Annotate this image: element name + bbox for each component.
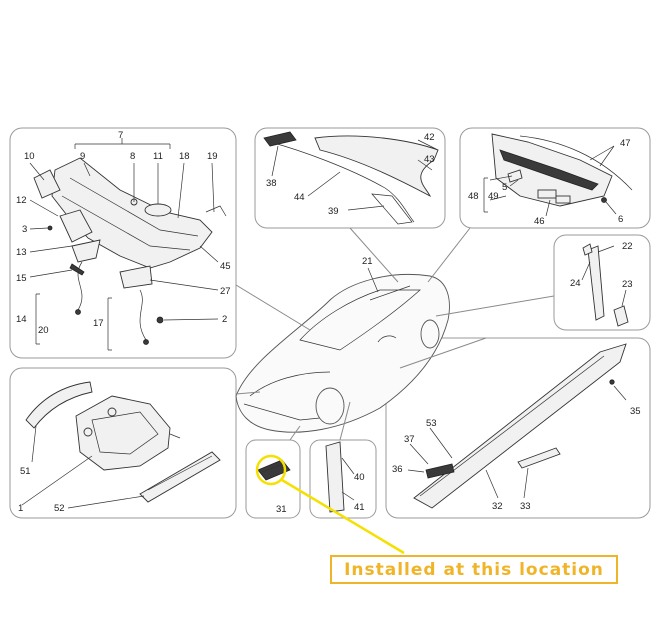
- part-number-47: 47: [620, 138, 631, 149]
- part-number-2: 2: [222, 314, 227, 325]
- pointer-lines: [235, 227, 555, 441]
- spoiler-part: [314, 135, 439, 198]
- part-number-31: 31: [276, 504, 287, 515]
- part-number-42: 42: [424, 132, 435, 143]
- part-number-1: 1: [18, 503, 23, 514]
- part-number-36: 36: [392, 464, 403, 475]
- part-number-41: 41: [354, 502, 365, 513]
- pillar-trim-part: [587, 245, 605, 321]
- part-number-23: 23: [622, 279, 633, 290]
- panel-door-strip: 40 41: [309, 439, 377, 519]
- panel-spoiler: 38 44 39 42 43: [254, 127, 446, 229]
- part-number-18: 18: [179, 151, 190, 162]
- part-number-48: 48: [468, 191, 479, 202]
- panel-highlighted-part: 31: [245, 439, 301, 519]
- door-strip-part: [325, 441, 345, 513]
- callout-text: Installed at this location: [344, 559, 604, 580]
- panel-cowl: 7 10 9 8 11 18 19 12 3 13 45 15 27 14 20…: [9, 127, 237, 359]
- part-number-7: 7: [118, 130, 123, 141]
- part-number-32: 32: [492, 501, 503, 512]
- part-number-52: 52: [54, 503, 65, 514]
- part-number-49: 49: [488, 191, 499, 202]
- part-number-6: 6: [618, 214, 623, 225]
- panel-engine-cover: 51 1 52: [9, 367, 237, 519]
- panel-side-skirt: 35 53 37 36 32 33: [385, 337, 651, 519]
- part-number-5: 5: [502, 182, 507, 193]
- part-number-3: 3: [22, 224, 27, 235]
- part-number-53: 53: [426, 418, 437, 429]
- part-number-9: 9: [80, 151, 85, 162]
- part-number-12: 12: [16, 195, 27, 206]
- part-number-43: 43: [424, 154, 435, 165]
- part-number-21: 21: [362, 256, 373, 267]
- part-number-17: 17: [93, 318, 104, 329]
- engine-cover-part: [75, 395, 171, 471]
- part-number-20: 20: [38, 325, 49, 336]
- highlight-leader-line: [281, 478, 405, 555]
- part-number-38: 38: [266, 178, 277, 189]
- part-number-22: 22: [622, 241, 633, 252]
- part-number-44: 44: [294, 192, 305, 203]
- part-number-37: 37: [404, 434, 415, 445]
- part-number-19: 19: [207, 151, 218, 162]
- part-number-11: 11: [153, 151, 163, 162]
- side-skirt-part: [413, 343, 627, 509]
- part-number-10: 10: [24, 151, 35, 162]
- panel-pillar: 22 24 23: [553, 234, 651, 331]
- part-number-35: 35: [630, 406, 641, 417]
- part-number-24: 24: [570, 278, 581, 289]
- highlight-circle: [255, 454, 287, 486]
- part-number-40: 40: [354, 472, 365, 483]
- part-number-51: 51: [20, 466, 31, 477]
- part-number-8: 8: [130, 151, 135, 162]
- car-illustration: 21: [235, 256, 450, 433]
- part-number-46: 46: [534, 216, 545, 227]
- part-number-13: 13: [16, 247, 27, 258]
- panel-rear-trim: 47 48 49 5 46 6: [459, 127, 651, 229]
- part-number-27: 27: [220, 286, 231, 297]
- part-number-39: 39: [328, 206, 339, 217]
- highlight-marker: [255, 454, 405, 555]
- part-number-33: 33: [520, 501, 531, 512]
- part-number-45: 45: [220, 261, 231, 272]
- part-number-15: 15: [16, 273, 27, 284]
- installed-location-callout: Installed at this location: [330, 555, 618, 584]
- part-number-14: 14: [16, 314, 27, 325]
